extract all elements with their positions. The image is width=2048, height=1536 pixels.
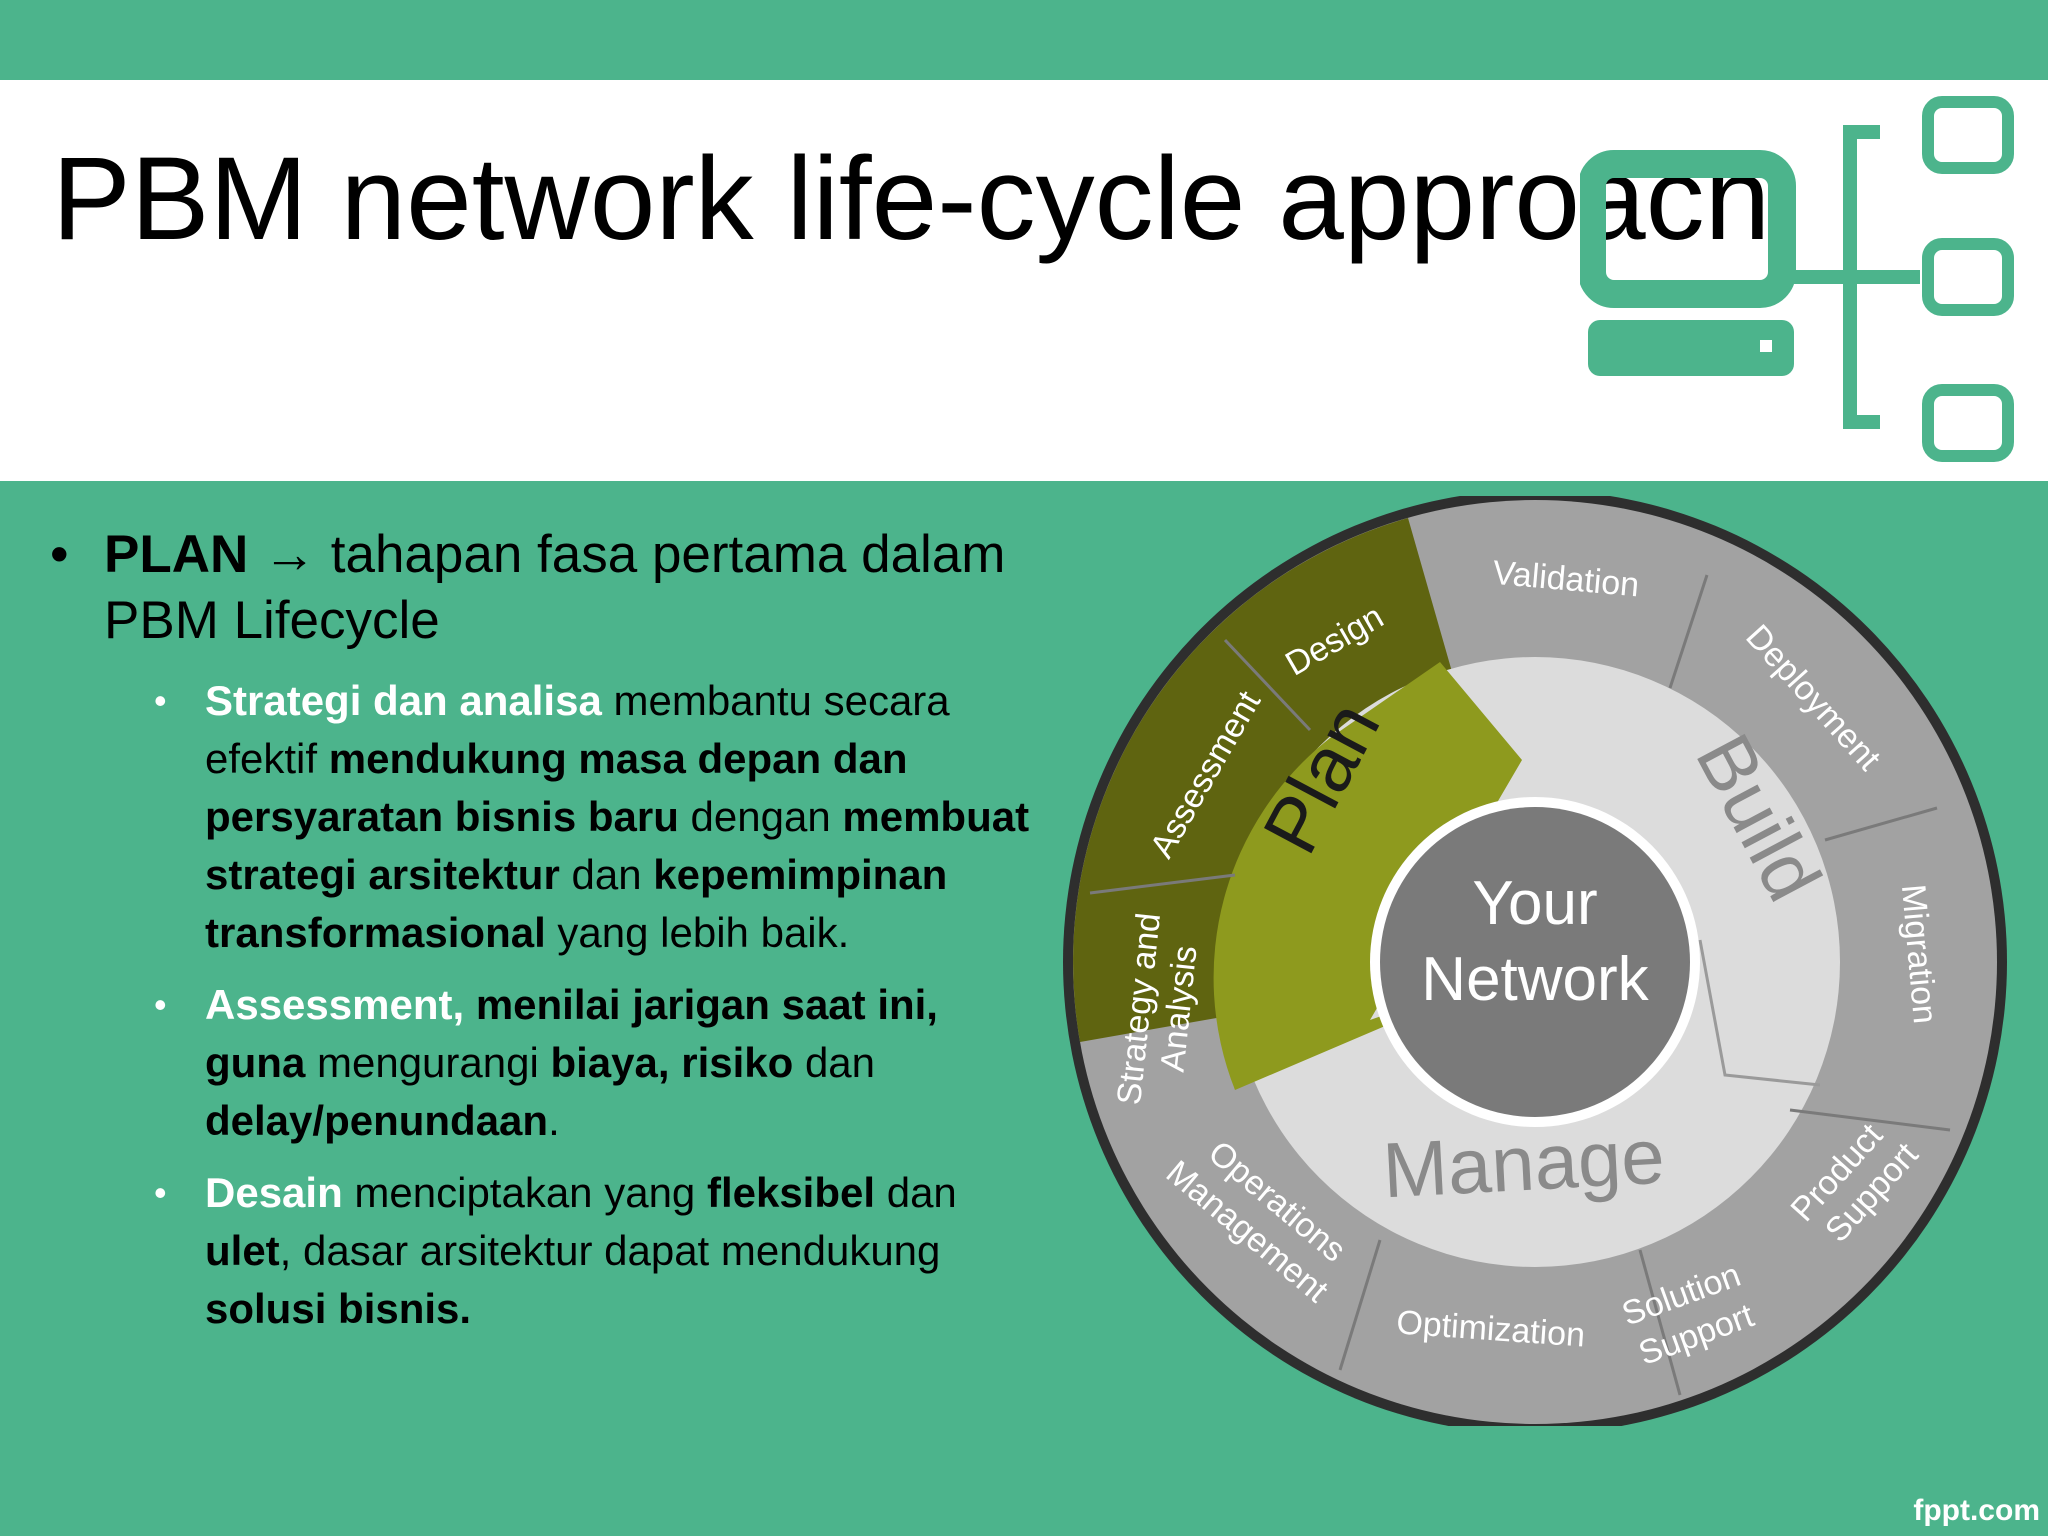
bullet-plan: •PLAN → tahapan fasa pertama dalam PBM L… — [50, 522, 1040, 654]
network-computer-icon — [1580, 96, 2014, 462]
build-manage-divider — [1698, 939, 1821, 1087]
top-accent-band — [0, 0, 2048, 80]
bullet-desain: •Desain menciptakan yang fleksibel dan u… — [154, 1169, 957, 1332]
center-label-line1: Your — [1472, 869, 1597, 938]
slide-title: PBM network life-cycle approach — [52, 133, 1771, 265]
phase-label-manage: Manage — [1381, 1112, 1667, 1215]
arrow-icon: → — [263, 525, 317, 584]
bullet-strategy: •Strategi dan analisa membantu secara ef… — [154, 677, 1030, 956]
bullet-content: •PLAN → tahapan fasa pertama dalam PBM L… — [50, 522, 1040, 1352]
plan-inner-sector — [1213, 662, 1535, 1090]
bullet-assessment: •Assessment, menilai jarigan saat ini, g… — [154, 981, 938, 1144]
center-disk — [1380, 807, 1690, 1117]
segment-dividers — [1089, 574, 1951, 1396]
lifecycle-diagram: Your Network Plan Build Manage Strategy … — [1063, 496, 2007, 1426]
footer-brand: fppt.com — [1913, 1494, 2040, 1527]
bullet-dot: • — [50, 525, 69, 584]
center-label-line2: Network — [1421, 945, 1649, 1014]
